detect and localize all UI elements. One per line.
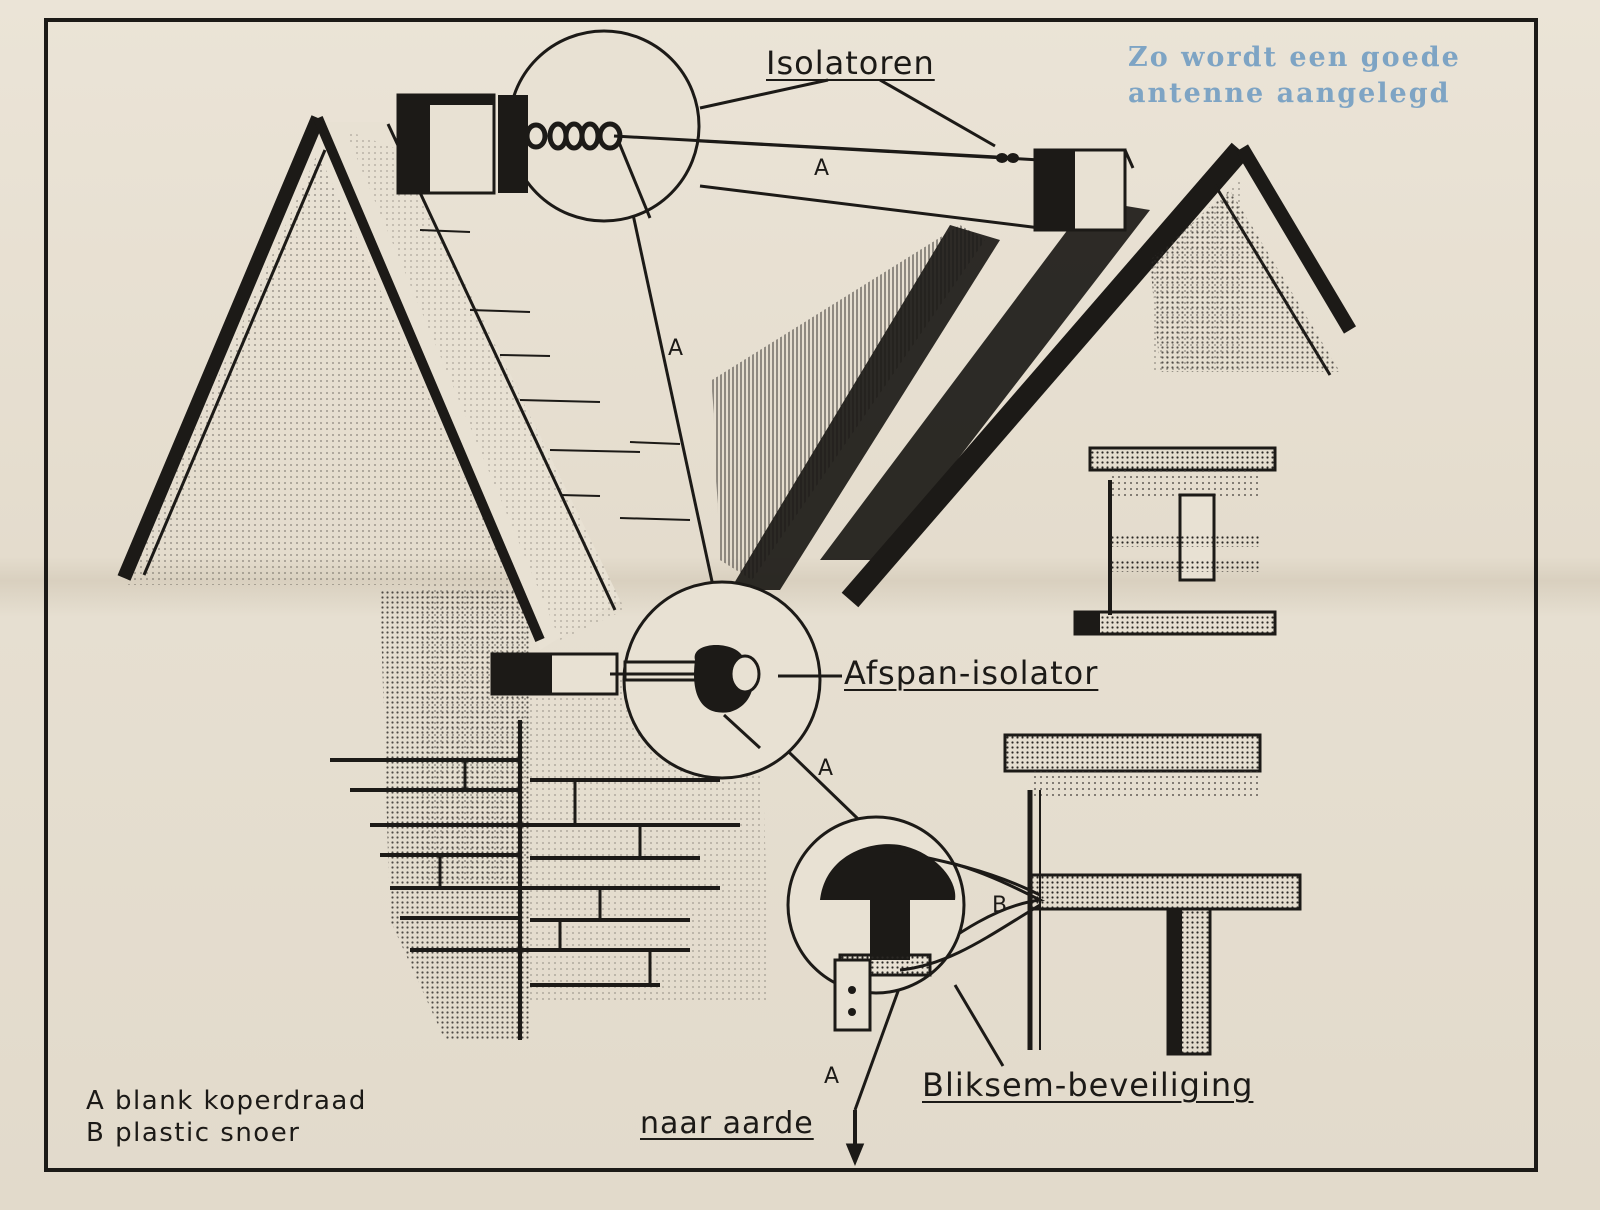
- wire-label-b: B: [992, 893, 1009, 918]
- wire-label-a-mid: A: [668, 336, 685, 361]
- wire-label-a-top: A: [814, 156, 831, 181]
- legend-b: B plastic snoer: [86, 1118, 301, 1148]
- callout-afspan-isolator: [610, 580, 842, 780]
- wire-label-a-lower: A: [818, 756, 835, 781]
- wire-label-a-ground: A: [824, 1064, 841, 1089]
- right-house: [712, 142, 1357, 1056]
- label-naar-aarde: naar aarde: [640, 1106, 814, 1141]
- callout-isolatoren: [498, 29, 1041, 230]
- label-afspan-isolator: Afspan-isolator: [844, 654, 1099, 692]
- left-house: [117, 93, 770, 1040]
- label-isolatoren: Isolatoren: [766, 44, 935, 82]
- diagram-frame: [44, 18, 1538, 1172]
- label-bliksem-beveiliging: Bliksem-beveiliging: [922, 1066, 1254, 1104]
- headline-line-1: Zo wordt een goede: [1128, 42, 1461, 73]
- callout-bliksem-beveiliging: [786, 815, 1041, 1067]
- legend-a: A blank koperdraad: [86, 1086, 367, 1116]
- headline-line-2: antenne aangelegd: [1128, 78, 1451, 109]
- headline: Zo wordt een goede antenne aangelegd: [1128, 40, 1461, 112]
